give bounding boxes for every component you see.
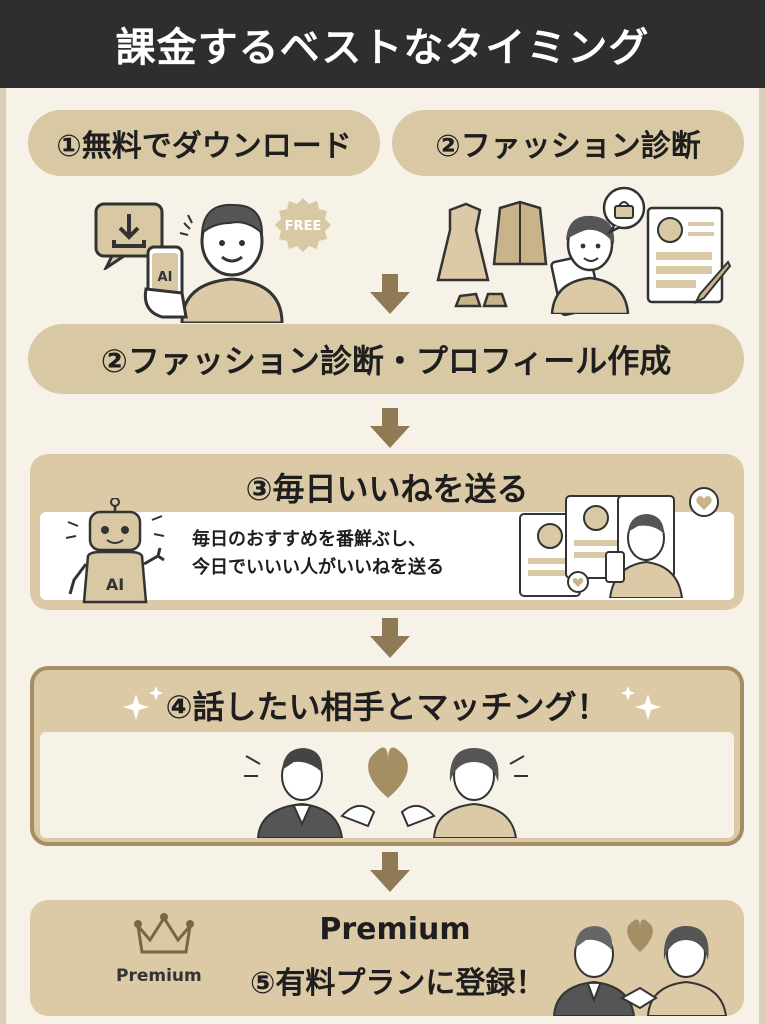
crown-label: Premium — [116, 966, 202, 986]
step3-content: AI 毎日のおすすめを番鮮ぶし、 今日でいいい人がいいねを送る — [40, 487, 734, 604]
matching-couple-illustration — [238, 736, 538, 838]
step5-label: ⑤有料プランに登録！ — [250, 966, 546, 1001]
profile-sheet-icon — [644, 204, 732, 308]
free-badge-text: FREE — [285, 219, 322, 234]
step2-pill: ②ファッション診断・プロフィール作成 — [28, 324, 744, 394]
download-icon — [92, 200, 166, 270]
svg-text:AI: AI — [158, 270, 173, 285]
content-frame: ①無料でダウンロード ②ファッション診断 AI FREE — [0, 88, 765, 1024]
handbag-bubble-icon — [600, 186, 648, 234]
step2-top-pill: ②ファッション診断 — [392, 110, 744, 176]
crown-icon — [134, 912, 194, 956]
person-with-phone-illustration: AI — [142, 193, 302, 323]
step4-title: ④話したい相手とマッチング！ — [165, 688, 609, 726]
step1-pill: ①無料でダウンロード — [28, 110, 380, 176]
step3-title: ③毎日いいねを送る — [245, 470, 529, 508]
couple-handshake-illustration — [544, 908, 734, 1016]
step4-content — [40, 732, 734, 838]
step3-desc-line1: 毎日のおすすめを番鮮ぶし、 — [192, 529, 426, 550]
down-arrow-icon — [370, 408, 410, 448]
sparkle-right-icon — [620, 684, 666, 724]
down-arrow-icon — [370, 274, 410, 314]
step3-card: ③毎日いいねを送る AI 毎日のおすすめを番鮮ぶし、 今日でいいい人がいいねを送… — [30, 454, 744, 610]
down-arrow-icon — [370, 618, 410, 658]
robot-icon: AI — [60, 498, 170, 604]
sparkle-left-icon — [122, 684, 168, 724]
profile-cards-with-man-illustration — [518, 486, 728, 598]
premium-title: Premium — [319, 912, 471, 947]
step4-card: ④話したい相手とマッチング！ — [30, 666, 744, 846]
down-arrow-icon — [370, 852, 410, 892]
robot-label: AI — [106, 575, 124, 594]
free-badge: FREE — [274, 196, 332, 254]
step5-card: Premium Premium ⑤有料プランに登録！ — [30, 900, 744, 1016]
step3-desc-line2: 今日でいいい人がいいねを送る — [192, 557, 444, 578]
woman-with-tablet-illustration — [546, 204, 636, 314]
page-title: 課金するベストなタイミング — [0, 0, 765, 88]
